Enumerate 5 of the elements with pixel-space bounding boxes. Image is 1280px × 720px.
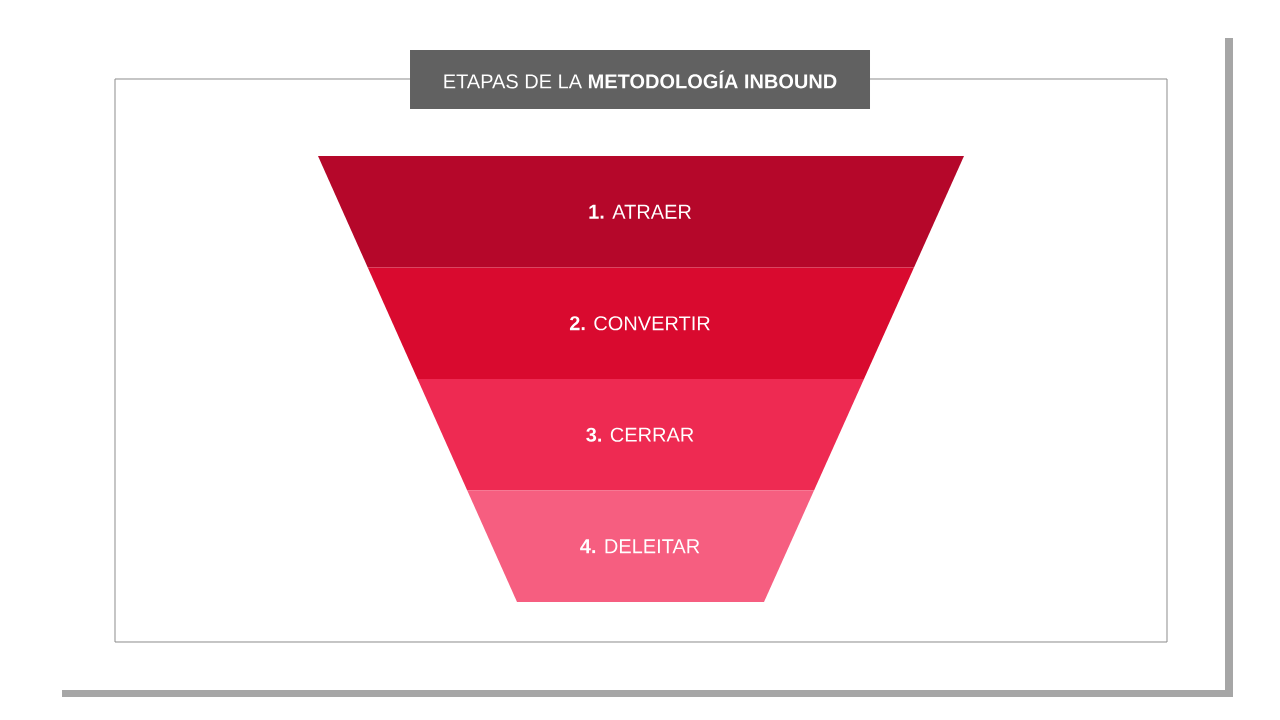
funnel-band: 4. DELEITAR [467, 490, 814, 602]
funnel-band: 3. CERRAR [417, 379, 864, 491]
title-banner: ETAPAS DE LA METODOLOGÍA INBOUND [410, 50, 870, 109]
funnel-band: 1. ATRAER [318, 156, 964, 268]
funnel-band: 2. CONVERTIR [367, 267, 914, 379]
